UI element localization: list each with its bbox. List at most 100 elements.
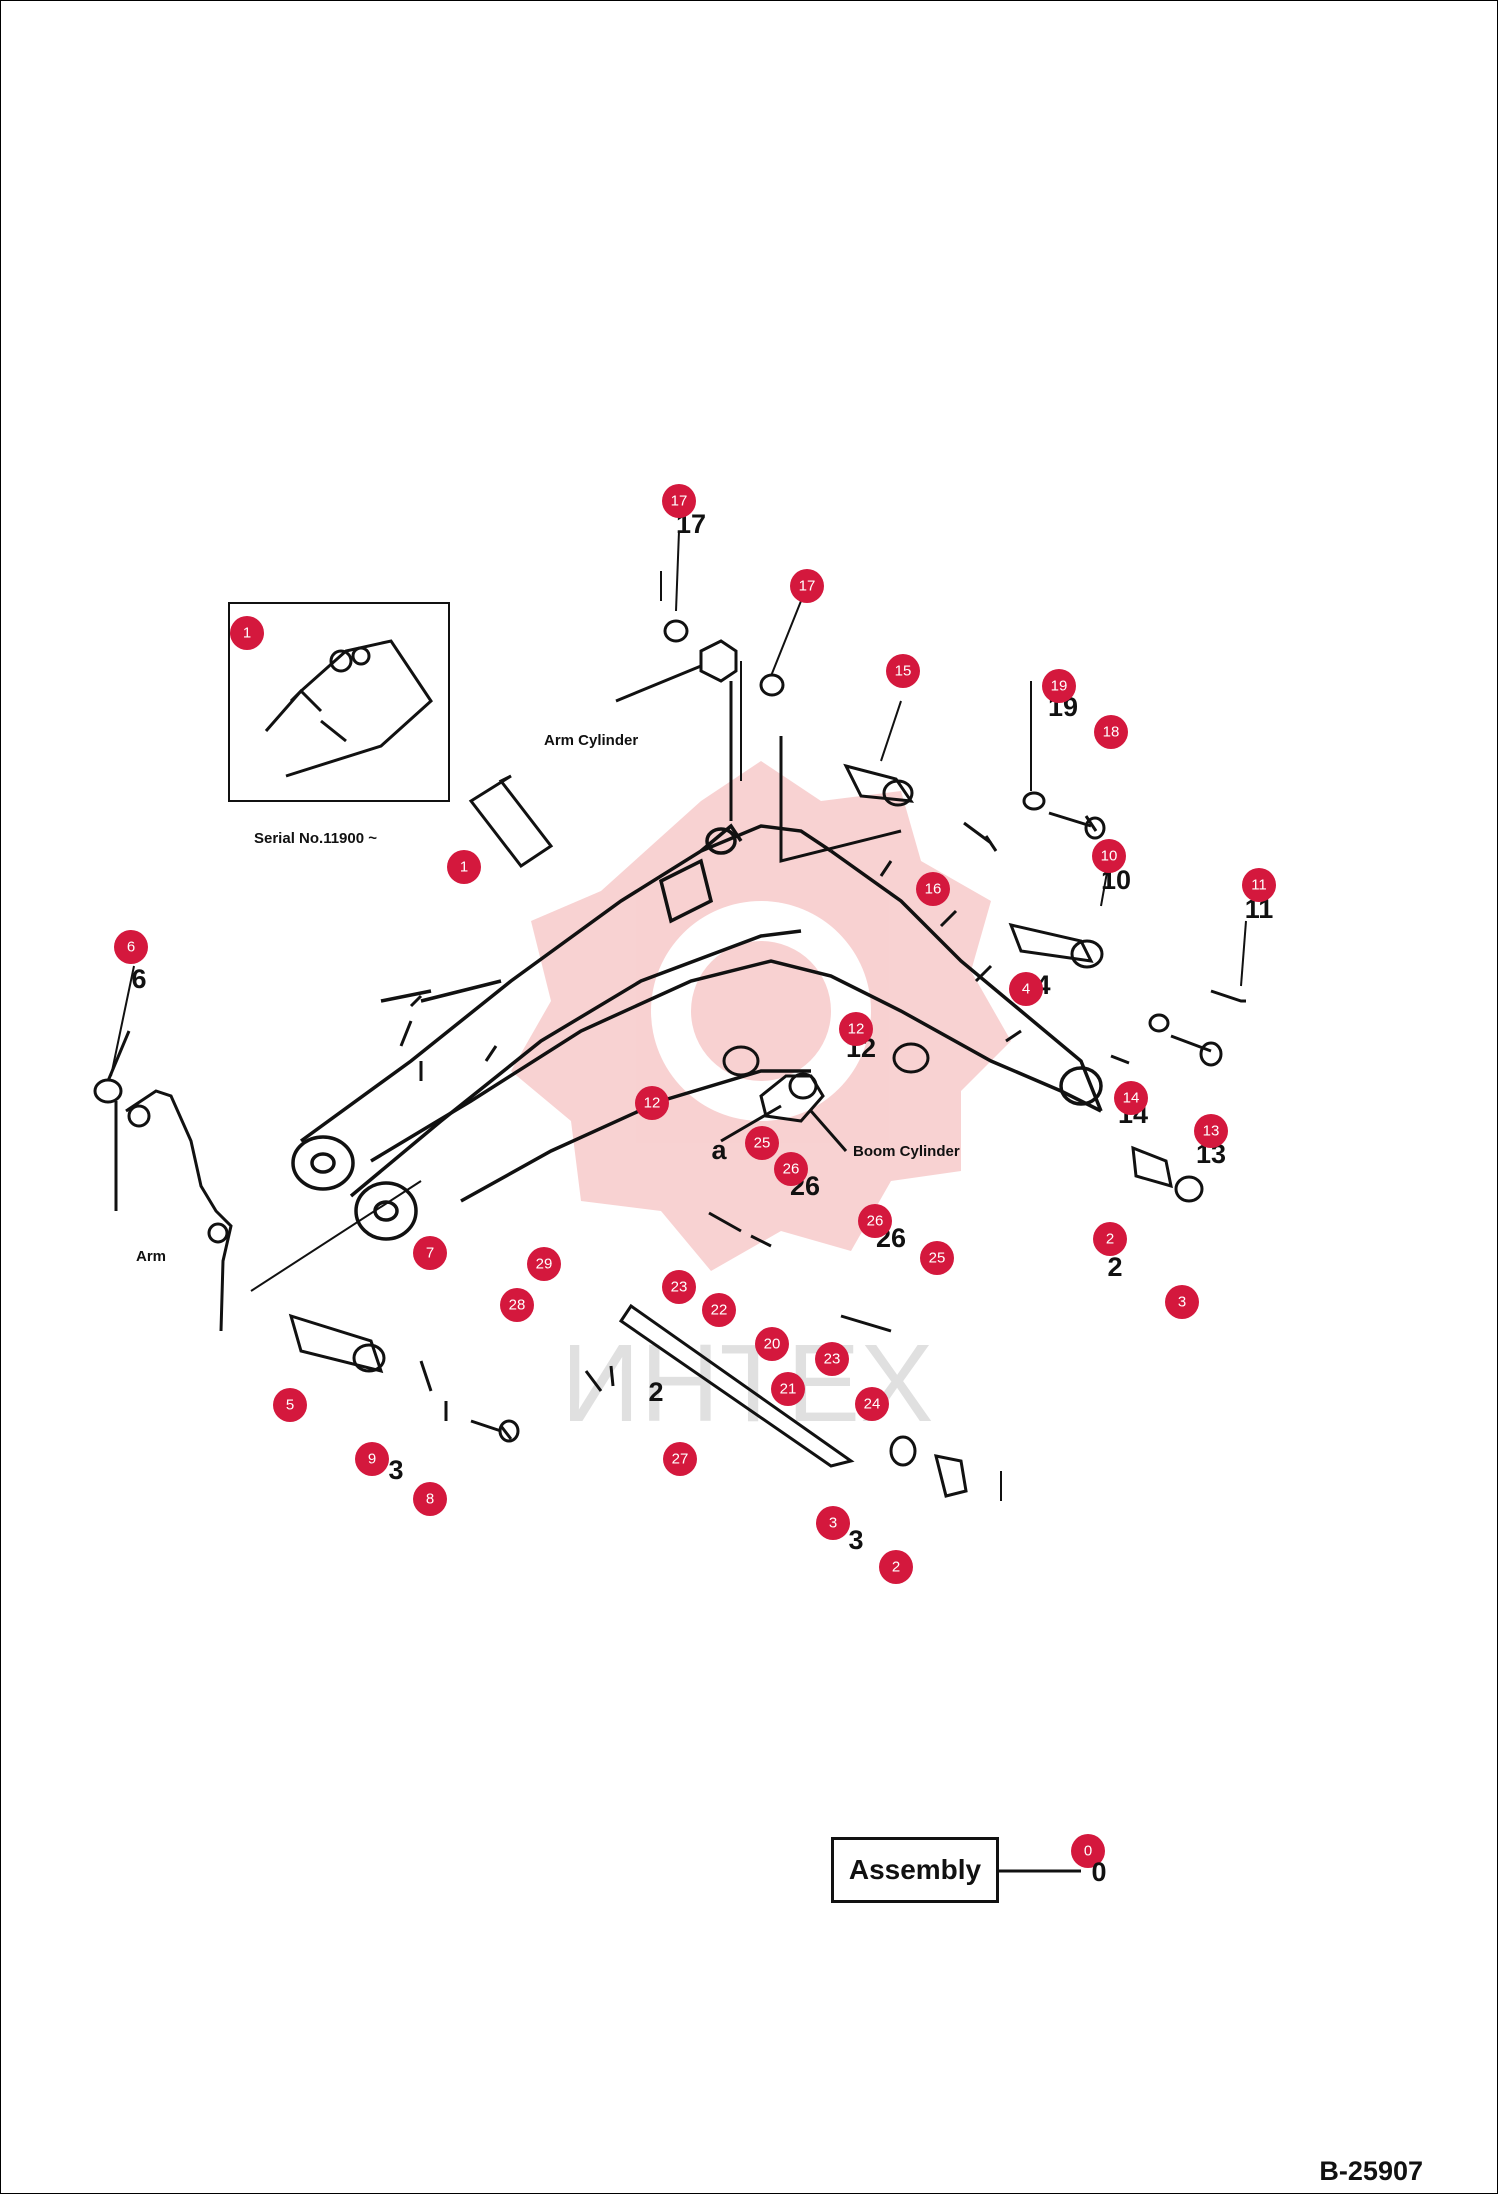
callout-15[interactable]: 15 [886, 654, 920, 688]
callout-29[interactable]: 29 [527, 1247, 561, 1281]
callout-5[interactable]: 5 [273, 1388, 307, 1422]
svg-text:3: 3 [1178, 1294, 1186, 1311]
callout-16[interactable]: 16 [916, 872, 950, 906]
boom-cylinder-mount [720, 1042, 930, 1152]
svg-text:2: 2 [1106, 1231, 1114, 1248]
arm-cylinder-mount [615, 619, 902, 863]
svg-text:0: 0 [1084, 1843, 1092, 1860]
serial-label: Serial No.11900 ~ [254, 830, 377, 847]
svg-text:2: 2 [1107, 1252, 1122, 1282]
callout-1-inset[interactable]: 1 [230, 616, 264, 650]
callout-26-upper[interactable]: 26 [774, 1152, 808, 1186]
callout-14[interactable]: 14 [1114, 1081, 1148, 1115]
svg-text:21: 21 [780, 1381, 797, 1398]
callout-13[interactable]: 13 [1194, 1114, 1228, 1148]
callout-28[interactable]: 28 [500, 1288, 534, 1322]
callout-2-right[interactable]: 2 [1093, 1222, 1127, 1256]
svg-text:1: 1 [460, 859, 468, 876]
svg-text:4: 4 [1022, 981, 1030, 998]
callout-21[interactable]: 21 [771, 1372, 805, 1406]
callout-18[interactable]: 18 [1094, 715, 1128, 749]
callout-17-top[interactable]: 17 [662, 484, 696, 518]
boom-cylinder-label: Boom Cylinder [853, 1143, 960, 1160]
callout-8[interactable]: 8 [413, 1482, 447, 1516]
svg-text:23: 23 [824, 1351, 841, 1368]
inset-bracket-sketch [264, 639, 433, 778]
point-a-label: a [711, 1135, 727, 1165]
callout-1[interactable]: 1 [447, 850, 481, 884]
svg-text:1: 1 [243, 625, 251, 642]
callout-6[interactable]: 6 [114, 930, 148, 964]
leader-lines [110, 530, 1247, 1501]
svg-text:15: 15 [895, 663, 912, 680]
callout-12-right[interactable]: 12 [839, 1012, 873, 1046]
inset-frame [228, 602, 450, 802]
svg-text:25: 25 [929, 1250, 946, 1267]
svg-text:29: 29 [536, 1256, 553, 1273]
svg-text:8: 8 [426, 1491, 434, 1508]
svg-text:9: 9 [368, 1451, 376, 1468]
svg-text:12: 12 [644, 1095, 661, 1112]
svg-text:10: 10 [1101, 848, 1118, 865]
svg-text:24: 24 [864, 1396, 881, 1413]
callout-20[interactable]: 20 [755, 1327, 789, 1361]
callout-26-lower[interactable]: 26 [858, 1204, 892, 1238]
svg-text:5: 5 [286, 1397, 294, 1414]
callout-10[interactable]: 10 [1092, 839, 1126, 873]
callout-3-lower[interactable]: 3 [816, 1506, 850, 1540]
arm-sketch [93, 1030, 233, 1332]
callout-0-assembly[interactable]: 0 [1071, 1834, 1105, 1868]
svg-text:13: 13 [1203, 1123, 1220, 1140]
svg-text:23: 23 [671, 1279, 688, 1296]
svg-text:14: 14 [1123, 1090, 1140, 1107]
callout-19[interactable]: 19 [1042, 669, 1076, 703]
svg-text:17: 17 [671, 493, 688, 510]
svg-text:6: 6 [127, 939, 135, 956]
pins-and-hardware [288, 763, 1246, 1498]
callout-12-left[interactable]: 12 [635, 1086, 669, 1120]
callout-27[interactable]: 27 [663, 1442, 697, 1476]
assembly-label: Assembly [848, 1854, 982, 1885]
svg-text:26: 26 [783, 1161, 800, 1178]
callout-9[interactable]: 9 [355, 1442, 389, 1476]
svg-text:16: 16 [925, 881, 942, 898]
arm-cylinder-label: Arm Cylinder [544, 732, 638, 749]
callout-17-right[interactable]: 17 [790, 569, 824, 603]
svg-text:3: 3 [829, 1515, 837, 1532]
callout-23-lower[interactable]: 23 [815, 1342, 849, 1376]
callout-24[interactable]: 24 [855, 1387, 889, 1421]
svg-text:25: 25 [754, 1135, 771, 1152]
callout-23-upper[interactable]: 23 [662, 1270, 696, 1304]
callout-3-right[interactable]: 3 [1165, 1285, 1199, 1319]
svg-text:11: 11 [1251, 877, 1267, 894]
svg-text:28: 28 [509, 1297, 526, 1314]
watermark-text: ИНТЕХ [561, 1322, 933, 1445]
serial-arrow [468, 774, 554, 869]
document-code: B-25907 [1319, 2156, 1423, 2186]
svg-text:3: 3 [388, 1455, 403, 1485]
callout-7[interactable]: 7 [413, 1236, 447, 1270]
boom-brackets [399, 860, 1022, 1081]
callout-25-upper[interactable]: 25 [745, 1126, 779, 1160]
callout-25-lower[interactable]: 25 [920, 1241, 954, 1275]
svg-text:6: 6 [131, 964, 146, 994]
svg-text:22: 22 [711, 1302, 728, 1319]
svg-text:12: 12 [848, 1021, 865, 1038]
svg-text:26: 26 [867, 1213, 884, 1230]
svg-text:27: 27 [672, 1451, 689, 1468]
callout-11[interactable]: 11 [1242, 868, 1276, 902]
svg-text:2: 2 [648, 1377, 663, 1407]
svg-text:2: 2 [892, 1559, 900, 1576]
svg-text:17: 17 [799, 578, 816, 595]
assembly-box[interactable]: Assembly [831, 1837, 999, 1903]
callout-22[interactable]: 22 [702, 1293, 736, 1327]
boom-body [291, 823, 1103, 1241]
callout-2-lower[interactable]: 2 [879, 1550, 913, 1584]
svg-text:19: 19 [1051, 678, 1068, 695]
svg-text:20: 20 [764, 1336, 781, 1353]
assembly-number: 0 [1091, 1857, 1106, 1887]
svg-text:3: 3 [848, 1525, 863, 1555]
callout-4[interactable]: 4 [1009, 972, 1043, 1006]
